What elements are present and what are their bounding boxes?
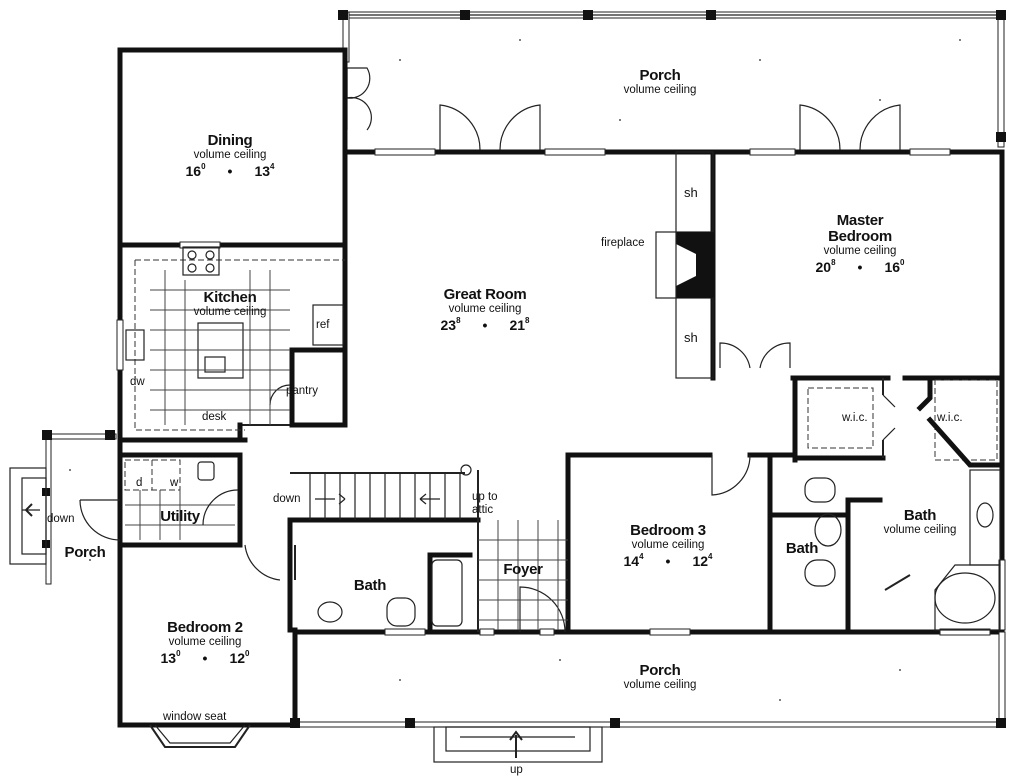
- room-ceiling-note: volume ceiling: [193, 305, 267, 318]
- room-label-foyer: Foyer: [488, 562, 558, 578]
- room-name: Utility: [160, 508, 200, 525]
- room-name: Bath: [353, 577, 387, 594]
- note-desk: desk: [202, 411, 227, 423]
- side-porch-outline: [9, 430, 121, 585]
- room-label-kitchen: Kitchen volume ceiling: [170, 290, 290, 318]
- room-ceiling-note: volume ceiling: [448, 302, 522, 315]
- note-pantry: pantry: [286, 385, 318, 397]
- note-down-stairs: down: [273, 493, 301, 505]
- room-ceiling-note: volume ceiling: [168, 635, 242, 648]
- room-dimensions: 144•124: [623, 551, 713, 569]
- room-ceiling-note: volume ceiling: [883, 523, 957, 536]
- room-label-master-bath: Bath volume ceiling: [865, 508, 975, 536]
- stairs-treads: [309, 473, 461, 520]
- note-window-seat: window seat: [163, 711, 227, 723]
- note-fireplace: fireplace: [601, 237, 645, 249]
- room-label-rear-porch: Porch volume ceiling: [590, 68, 730, 96]
- room-label-utility: Utility: [140, 509, 220, 525]
- room-label-bedroom-3: Bedroom 3 volume ceiling 144•124: [598, 523, 738, 569]
- room-name: Porch: [639, 67, 681, 84]
- room-label-hall-bath: Bath: [340, 578, 400, 594]
- room-dimensions: 130•120: [160, 648, 250, 666]
- note-dryer: d: [136, 477, 143, 489]
- rear-porch-outline: [338, 10, 1006, 148]
- room-name: Porch: [639, 662, 681, 679]
- room-ceiling-note: volume ceiling: [823, 244, 897, 257]
- room-label-great-room: Great Room volume ceiling 238•218: [410, 287, 560, 333]
- room-label-front-porch: Porch volume ceiling: [590, 663, 730, 691]
- note-shelves-top: sh: [684, 185, 698, 200]
- note-walk-in-closet-left: w.i.c.: [842, 412, 868, 424]
- room-label-side-porch: Porch: [55, 545, 115, 561]
- foyer-tile-grid: [478, 520, 568, 630]
- room-dimensions: 160•134: [185, 161, 275, 179]
- note-up-to-attic-line2: attic: [472, 504, 494, 516]
- kitchen-fixtures: [125, 246, 348, 431]
- exterior-walls: [116, 47, 1006, 748]
- room-name: Master: [836, 212, 884, 229]
- room-name: Bath: [903, 507, 937, 524]
- room-name: Bedroom 3: [630, 522, 706, 539]
- room-label-small-bath: Bath: [777, 541, 827, 557]
- utility-fixtures: [124, 459, 239, 540]
- room-dimensions: 208•160: [815, 257, 905, 275]
- room-label-dining: Dining volume ceiling 160•134: [160, 133, 300, 179]
- room-ceiling-note: volume ceiling: [631, 538, 705, 551]
- note-down-side-porch: down: [47, 513, 75, 525]
- room-ceiling-note: volume ceiling: [193, 148, 267, 161]
- room-ceiling-note: volume ceiling: [623, 83, 697, 96]
- room-name: Bedroom 2: [167, 619, 243, 636]
- note-up-to-attic-line1: up to: [472, 491, 498, 503]
- room-name: Foyer: [503, 561, 543, 578]
- room-name: Kitchen: [203, 289, 257, 306]
- interior-walls: [237, 149, 1005, 635]
- note-walk-in-closet-right: w.i.c.: [937, 412, 963, 424]
- room-label-master-bedroom: Master Bedroom volume ceiling 208•160: [790, 213, 930, 274]
- porch-texture: [69, 39, 961, 701]
- note-shelves-bottom: sh: [684, 330, 698, 345]
- room-name: Great Room: [443, 286, 527, 303]
- kitchen-tile-grid: [150, 270, 290, 425]
- room-name: Bath: [785, 540, 819, 557]
- note-refrigerator: ref: [316, 319, 330, 331]
- room-name-line2: Bedroom: [828, 227, 892, 245]
- room-label-bedroom-2: Bedroom 2 volume ceiling 130•120: [140, 620, 270, 666]
- note-washer: w: [170, 477, 179, 489]
- note-up-front-steps: up: [510, 764, 523, 776]
- front-porch-outline: [290, 631, 1006, 763]
- room-name: Porch: [64, 544, 106, 561]
- room-ceiling-note: volume ceiling: [623, 678, 697, 691]
- room-name: Dining: [207, 132, 253, 149]
- note-dishwasher: dw: [130, 376, 145, 388]
- room-dimensions: 238•218: [440, 315, 530, 333]
